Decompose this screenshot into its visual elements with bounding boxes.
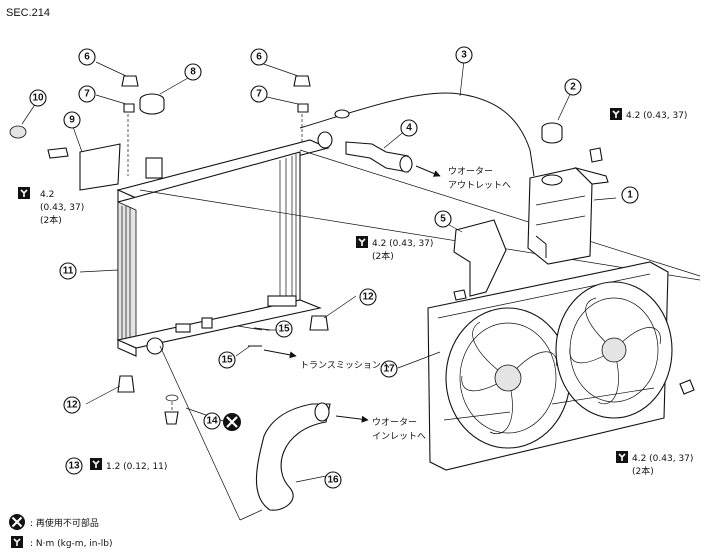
svg-text:アウトレットへ: アウトレットへ (448, 180, 511, 191)
svg-text:7: 7 (256, 89, 262, 100)
small-parts (9, 75, 695, 425)
legend-torque-wrench-icon (10, 535, 24, 549)
callout-3: 3 (455, 46, 473, 64)
callout-17: 17 (380, 360, 398, 378)
svg-text:ウオーター: ウオーター (448, 166, 493, 177)
svg-text:4.2 (0.43, 37): 4.2 (0.43, 37) (372, 239, 433, 249)
torque-wrench-icon (89, 457, 103, 471)
svg-text:11: 11 (63, 266, 74, 277)
non-reusable-x-icon (223, 413, 241, 431)
callout-7b: 7 (250, 85, 268, 103)
svg-text:4: 4 (406, 123, 412, 134)
torque-spec-left: 4.2 (0.43, 37) (2本) (17, 186, 84, 226)
svg-text:6: 6 (84, 52, 90, 63)
svg-text:インレットへ: インレットへ (372, 432, 426, 442)
torque-spec-mid: 4.2 (0.43, 37) (2本) (355, 235, 433, 262)
svg-text:ウオーター: ウオーター (372, 417, 417, 428)
legend-torque-unit-text: : N·m (kg-m, in-lb) (30, 539, 112, 549)
svg-text:15: 15 (278, 324, 290, 335)
svg-text:4.2 (0.43, 37): 4.2 (0.43, 37) (626, 111, 687, 121)
svg-text:7: 7 (84, 89, 90, 100)
callout-7a: 7 (78, 85, 96, 103)
torque-wrench-icon (17, 186, 31, 200)
upper-hose (345, 141, 413, 173)
lower-hose (255, 402, 331, 511)
svg-text:13: 13 (68, 461, 80, 472)
fan-shroud (427, 261, 673, 471)
callout-8: 8 (184, 63, 202, 81)
svg-text:12: 12 (362, 292, 374, 303)
section-label: SEC.214 (6, 7, 50, 19)
torque-spec-drain: 1.2 (0.12, 11) (89, 457, 167, 472)
svg-text:15: 15 (221, 355, 233, 366)
callout-16: 16 (324, 471, 342, 489)
callout-11: 11 (59, 262, 77, 280)
radiator (79, 131, 333, 357)
svg-text:1.2 (0.12, 11): 1.2 (0.12, 11) (106, 462, 167, 472)
svg-text:17: 17 (383, 364, 395, 375)
svg-text:16: 16 (327, 475, 339, 486)
torque-spec-bottom-right: 4.2 (0.43, 37) (2本) (615, 450, 693, 477)
legend-non-reusable-x-icon (9, 514, 25, 530)
svg-text:8: 8 (190, 67, 196, 78)
svg-text:5: 5 (440, 214, 446, 225)
callout-6b: 6 (250, 48, 268, 66)
legend-non-reusable-text: : 再使用不可部品 (30, 517, 99, 529)
reservoir-cap (541, 122, 563, 144)
callout-14: 14 (203, 412, 221, 430)
flow-label-water-inlet: ウオーター インレットへ (372, 417, 426, 442)
flow-label-water-outlet: ウオーター アウトレットへ (448, 166, 511, 191)
svg-text:4.2: 4.2 (40, 190, 54, 200)
torque-wrench-icon (615, 450, 629, 464)
callout-1: 1 (621, 186, 639, 204)
reservoir-bracket (453, 219, 507, 297)
reservoir-tank (527, 166, 609, 265)
svg-text:(0.43, 37): (0.43, 37) (40, 203, 84, 213)
svg-text:10: 10 (32, 93, 44, 104)
svg-text:(2本): (2本) (372, 250, 394, 262)
svg-text:(2本): (2本) (632, 465, 654, 477)
torque-wrench-icon (355, 235, 369, 249)
svg-text:6: 6 (256, 52, 262, 63)
callouts: 1 2 3 4 5 6 6 7 7 8 9 10 11 12 12 13 14 … (29, 46, 639, 489)
svg-text:14: 14 (206, 416, 218, 427)
callout-12a: 12 (63, 396, 81, 414)
callout-5: 5 (434, 210, 452, 228)
callout-10: 10 (29, 89, 47, 107)
svg-text:12: 12 (66, 400, 78, 411)
svg-text:9: 9 (69, 115, 75, 126)
overflow-hose (299, 92, 535, 177)
callout-13: 13 (65, 457, 83, 475)
svg-text:(2本): (2本) (40, 214, 62, 226)
svg-text:2: 2 (570, 82, 576, 93)
svg-text:1: 1 (627, 190, 633, 201)
flow-label-transmission: トランスミッションへ (300, 360, 390, 371)
callout-4: 4 (400, 119, 418, 137)
torque-spec-top-right: 4.2 (0.43, 37) (609, 107, 687, 121)
callout-2: 2 (564, 78, 582, 96)
torque-wrench-icon (609, 107, 623, 121)
callout-15a: 15 (275, 320, 293, 338)
callout-9: 9 (63, 111, 81, 129)
callout-12b: 12 (359, 288, 377, 306)
svg-text:3: 3 (461, 50, 467, 61)
legend: : 再使用不可部品 : N·m (kg-m, in-lb) (9, 514, 112, 549)
callout-6a: 6 (78, 48, 96, 66)
svg-text:4.2 (0.43, 37): 4.2 (0.43, 37) (632, 454, 693, 464)
callout-15b: 15 (218, 351, 236, 369)
